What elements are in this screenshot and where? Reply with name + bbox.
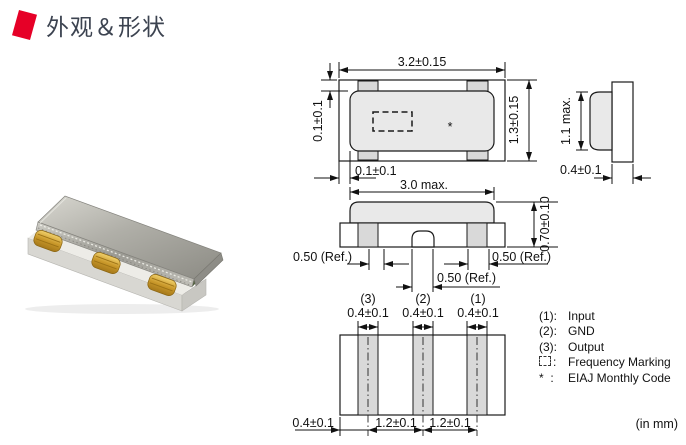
dim-side-width [594, 164, 651, 184]
legend-item-input: (1): Input [539, 309, 671, 324]
dim-front-right-ref [444, 249, 548, 270]
legend-label: Frequency Marking [568, 355, 671, 370]
legend-label: Output [568, 339, 605, 354]
dim-pad3-width-label: 0.4±0.1 [347, 306, 389, 320]
dashed-box-icon [539, 356, 551, 367]
pad-label-3: (3) [360, 292, 375, 306]
legend-label: GND [568, 324, 595, 339]
dim-front-width-label: 3.0 max. [400, 178, 448, 192]
pad-centerlines [367, 337, 478, 436]
dim-top-height [507, 79, 537, 162]
dim-front-left-ref-label: 0.50 (Ref.) [293, 250, 352, 264]
legend-item-output: (3): Output [539, 340, 671, 355]
legend: (1): Input (2): GND (3): Output :Frequency … [539, 309, 671, 386]
dim-front-height [496, 201, 558, 248]
gold-terminals [33, 230, 177, 296]
legend-symbol: : [539, 355, 568, 370]
dim-top-height-label: 1.3±0.15 [507, 96, 521, 145]
dim-pitch2-label: 1.2±0.1 [429, 416, 471, 430]
legend-symbol: (2): [539, 324, 557, 339]
pad-label-1: (1) [470, 292, 485, 306]
legend-item-frequency-marking: :Frequency Marking [539, 355, 671, 370]
legend-symbol: * : [539, 370, 554, 385]
legend-symbol: (1): [539, 309, 557, 323]
front-view [339, 201, 506, 248]
top-view [338, 79, 506, 162]
dim-pad2-width-label: 0.4±0.1 [402, 306, 444, 320]
side-view [589, 81, 634, 163]
page-title: 外观＆形状 [46, 14, 166, 40]
dim-side-height [576, 91, 588, 151]
dim-front-center-ref [396, 249, 500, 292]
dim-edge-offset-label: 0.4±0.1 [292, 416, 334, 430]
frequency-marking-box [372, 111, 413, 132]
dim-front-right-ref-label: 0.50 (Ref.) [492, 250, 551, 264]
dim-lid-gap-horizontal [314, 151, 376, 184]
eiaj-code-asterisk: * [448, 120, 453, 134]
legend-item-eiaj-code: * : EIAJ Monthly Code [539, 371, 671, 386]
dim-front-center-ref-label: 0.50 (Ref.) [437, 271, 496, 285]
bottom-view [339, 334, 506, 436]
dim-top-width-label: 3.2±0.15 [398, 55, 447, 69]
dim-top-width [338, 62, 506, 78]
component-photo [25, 195, 224, 314]
legend-item-gnd: (2): GND [539, 324, 671, 339]
dim-pad-widths [357, 321, 488, 336]
dim-pitch1-label: 1.2±0.1 [375, 416, 417, 430]
legend-label: EIAJ Monthly Code [568, 370, 671, 385]
dim-front-left-ref [347, 249, 409, 270]
dim-lid-gap-horizontal-label: 0.1±0.1 [355, 164, 397, 178]
dim-pad1-width-label: 0.4±0.1 [457, 306, 499, 320]
legend-label: Input [568, 309, 595, 323]
metal-lid [35, 195, 224, 288]
top-view-lid [349, 90, 495, 152]
dim-lid-gap-vertical [321, 63, 348, 108]
center-terminal-bump [411, 230, 435, 248]
dim-side-width-label: 0.4±0.1 [560, 163, 602, 177]
dim-bottom-row [295, 417, 477, 436]
dim-front-width [349, 187, 495, 200]
pad-label-2: (2) [415, 292, 430, 306]
legend-symbol: (3): [539, 339, 557, 354]
dim-lid-gap-vertical-label: 0.1±0.1 [311, 100, 325, 142]
dim-front-height-label: 0.70±0.10 [538, 196, 552, 252]
dim-side-height-label: 1.1 max. [559, 97, 573, 145]
unit-note: (in mm) [635, 417, 678, 431]
